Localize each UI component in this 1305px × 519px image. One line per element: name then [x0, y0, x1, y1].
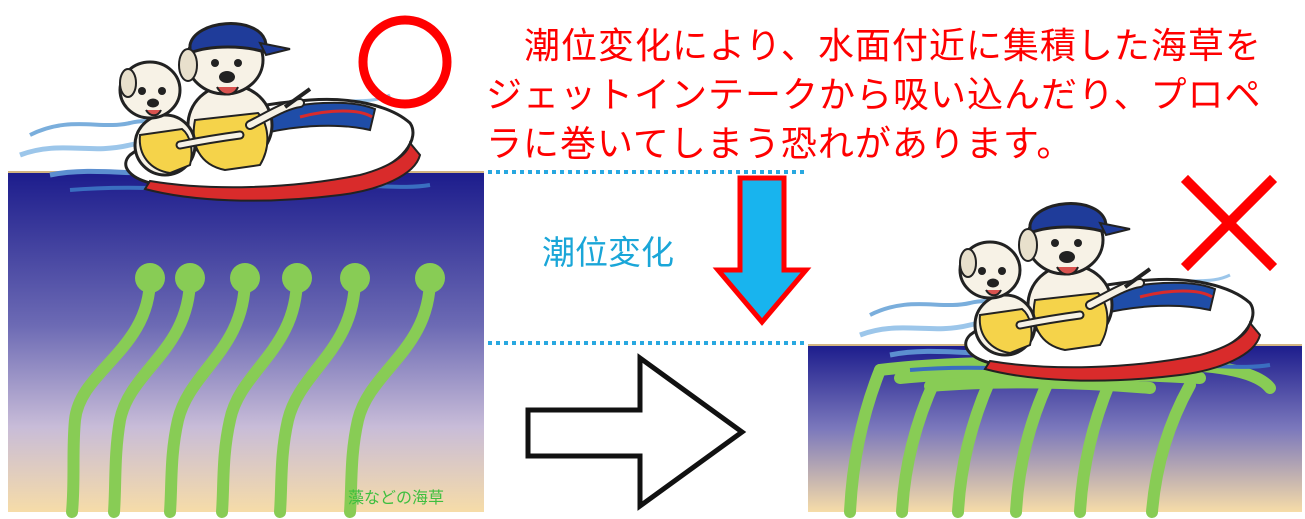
- seaweed-label: 藻などの海草: [348, 488, 445, 507]
- down-arrow-icon: [712, 175, 812, 326]
- caption-line-3: ラに巻いてしまう恐れがあります。: [486, 124, 1074, 165]
- left-seaweed-group: [66, 272, 436, 518]
- caption-line-1: 潮位変化により、水面付近に集積した海草を: [524, 26, 1262, 67]
- warning-caption: 潮位変化により、水面付近に集積した海草を ジェットインテークから吸い込んだり、プ…: [486, 22, 1298, 169]
- caption-line-2: ジェットインテークから吸い込んだり、プロペ: [486, 75, 1262, 116]
- left-seaweed-tips: [135, 263, 445, 293]
- red-circle-icon: [358, 15, 452, 109]
- tide-change-label: 潮位変化: [542, 233, 674, 272]
- right-arrow-icon: [525, 353, 747, 511]
- red-x-icon: [1180, 174, 1278, 272]
